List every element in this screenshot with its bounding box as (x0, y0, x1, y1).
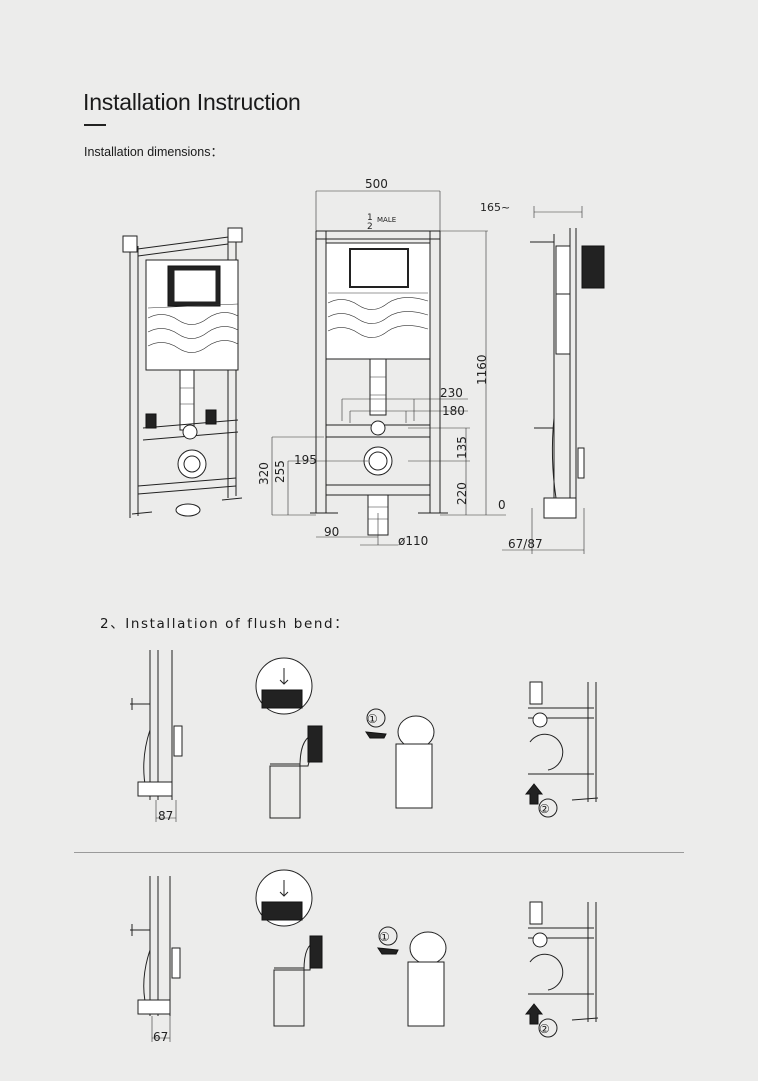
dim-width: 500 (365, 177, 388, 191)
dim-height: 1160 (475, 354, 489, 385)
side-elevation-drawing: 165~ 67/87 (480, 201, 605, 554)
row1-install-step2: ② (524, 681, 599, 818)
row1-depth: 87 (158, 809, 173, 823)
row1-side-view: 87 (130, 650, 183, 823)
section-divider (74, 852, 684, 853)
row2-install-step2: ② (524, 901, 599, 1038)
section-subtitle: Installation dimensions： (84, 145, 223, 159)
dim-90: 90 (324, 525, 339, 539)
row2-step1: ① (379, 930, 390, 944)
dim-depth-top: 165~ (480, 201, 510, 214)
row2-side-view: 67 (130, 876, 181, 1044)
frame-perspective-drawing (122, 227, 243, 518)
row1-bend-zoom (255, 657, 323, 819)
row2-bend-zoom (255, 869, 323, 1027)
dim-110: ø110 (398, 534, 428, 548)
dim-0: 0 (498, 498, 506, 512)
dim-67-87: 67/87 (508, 537, 543, 551)
dim-320: 320 (257, 462, 271, 485)
dim-male-label: MALE (377, 216, 396, 224)
row1-step1: ① (367, 712, 378, 726)
dim-135: 135 (455, 436, 469, 459)
row2-depth: 67 (153, 1030, 168, 1044)
section-heading: 2、Installation of flush bend： (100, 616, 350, 632)
dim-230: 230 (440, 386, 463, 400)
dim-male-den: 2 (367, 222, 373, 232)
row2-bend-step1: ① (376, 926, 447, 1027)
dim-180: 180 (442, 404, 465, 418)
title-underline (84, 124, 106, 126)
dim-255: 255 (273, 460, 287, 483)
page-title: Installation Instruction (83, 89, 301, 115)
front-elevation-drawing: 500 1 2 MALE 1160 230 180 135 220 0 320 … (257, 177, 506, 548)
dim-220: 220 (455, 482, 469, 505)
row1-bend-step1: ① (364, 708, 435, 809)
dim-195: 195 (294, 453, 317, 467)
row2-step2: ② (539, 1022, 550, 1036)
dim-male-num: 1 (367, 213, 373, 223)
row1-step2: ② (539, 802, 550, 816)
